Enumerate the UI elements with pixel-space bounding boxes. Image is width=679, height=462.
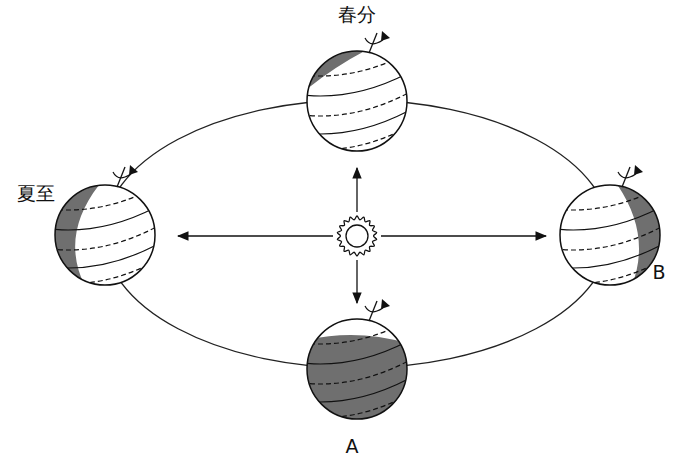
earth-outline	[560, 185, 660, 285]
latitude-dashed	[50, 185, 160, 210]
latitude-solid	[555, 243, 665, 268]
latitude-solid	[302, 109, 412, 134]
latitude-solid	[302, 377, 412, 402]
earth-winter	[295, 299, 419, 431]
season-label: 夏至	[17, 183, 55, 204]
earth-night-side	[297, 39, 391, 97]
latitude-solid	[302, 339, 412, 364]
rotation-arrow-head	[381, 31, 390, 41]
latitude-dashed	[555, 259, 665, 284]
sun-corona	[337, 216, 376, 256]
sun-disc	[346, 225, 368, 247]
latitude-dashed	[302, 319, 412, 344]
latitude-solid	[555, 205, 665, 230]
rotation-arrow-head	[634, 165, 643, 175]
latitude-dashed	[50, 225, 160, 250]
latitude-solid	[50, 205, 160, 230]
latitude-dashed	[302, 393, 412, 418]
latitude-dashed	[302, 359, 412, 384]
latitude-dashed	[302, 91, 412, 116]
season-label: B	[652, 262, 665, 283]
earth-outline	[55, 185, 155, 285]
sun-ray-arrow	[381, 235, 546, 236]
rotation-arrow-head	[129, 165, 138, 175]
earth-night-side	[295, 335, 419, 431]
sun-ray-arrow	[178, 235, 333, 236]
rotation-arrow-head	[381, 299, 390, 309]
latitude-dashed	[50, 259, 160, 284]
earth-spring	[297, 31, 412, 151]
latitude-solid	[50, 243, 160, 268]
latitude-dashed	[302, 125, 412, 150]
season-label: 春分	[338, 4, 376, 25]
earth-outline	[307, 319, 407, 419]
earth-autumn	[555, 165, 672, 290]
sun-ray-arrow	[356, 260, 357, 303]
earth-summer	[43, 165, 160, 290]
season-label: A	[346, 436, 359, 457]
sun-ray-arrow	[356, 168, 357, 212]
latitude-solid	[302, 71, 412, 96]
latitude-dashed	[302, 51, 412, 76]
earth-outline	[307, 51, 407, 151]
latitude-dashed	[555, 185, 665, 210]
latitude-dashed	[555, 225, 665, 250]
